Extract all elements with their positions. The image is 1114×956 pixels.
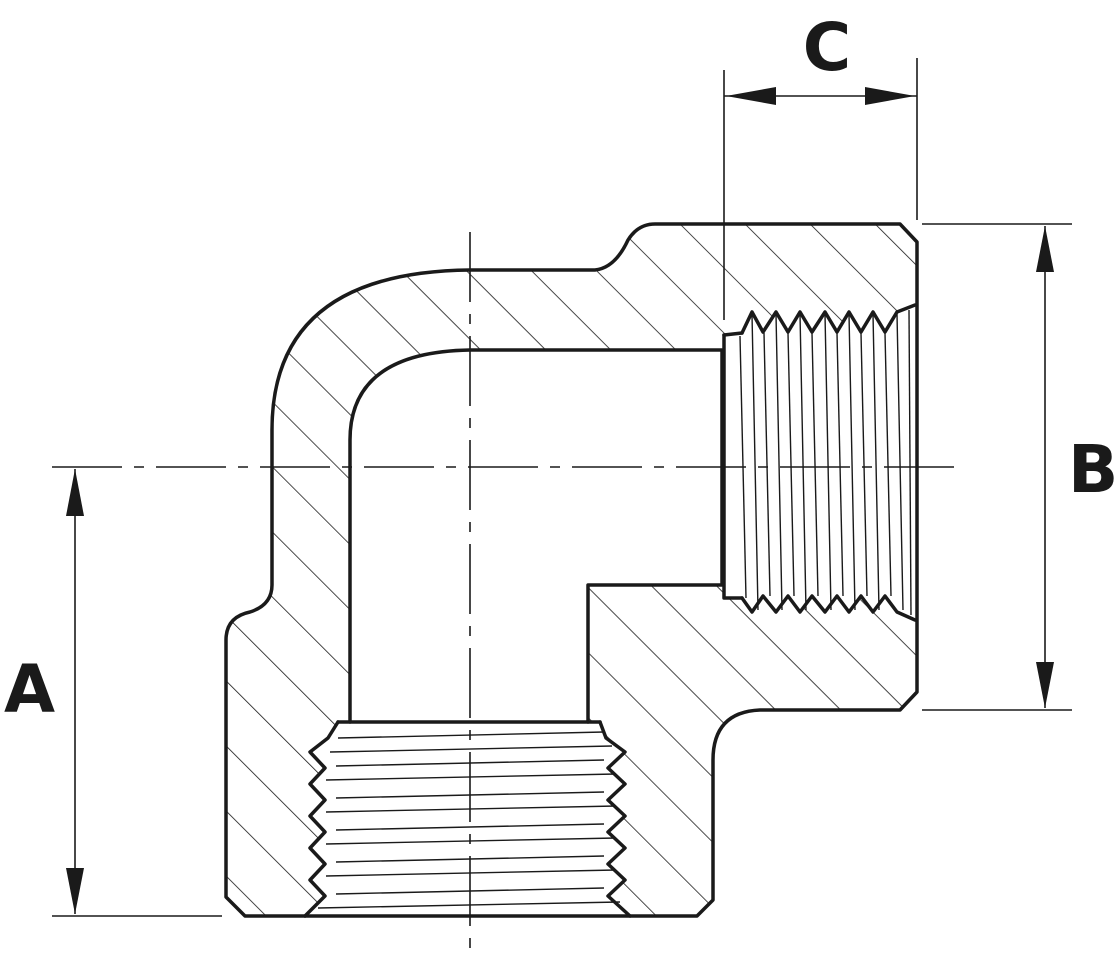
side-thread-profile [740, 303, 917, 335]
dimension-b-label: B [1068, 431, 1114, 508]
bottom-thread-profile-right [598, 720, 632, 918]
bottom-thread-bore [305, 722, 630, 916]
dimension-a: A [4, 469, 222, 917]
bore-outline [348, 348, 724, 724]
dimension-b: B [922, 223, 1114, 711]
bottom-thread-profile-left [303, 720, 340, 918]
fitting-outer-outline [224, 222, 919, 918]
side-thread-bore [724, 305, 917, 620]
bore-passage [350, 350, 722, 722]
side-thread-lines [739, 309, 912, 616]
side-thread-profile-lower [740, 594, 917, 622]
dimension-a-label: A [4, 651, 55, 728]
dimension-c: C [723, 9, 918, 320]
thread-bore-edges [336, 331, 744, 724]
bottom-thread-lines [317, 731, 621, 909]
dimension-c-label: C [803, 9, 851, 86]
